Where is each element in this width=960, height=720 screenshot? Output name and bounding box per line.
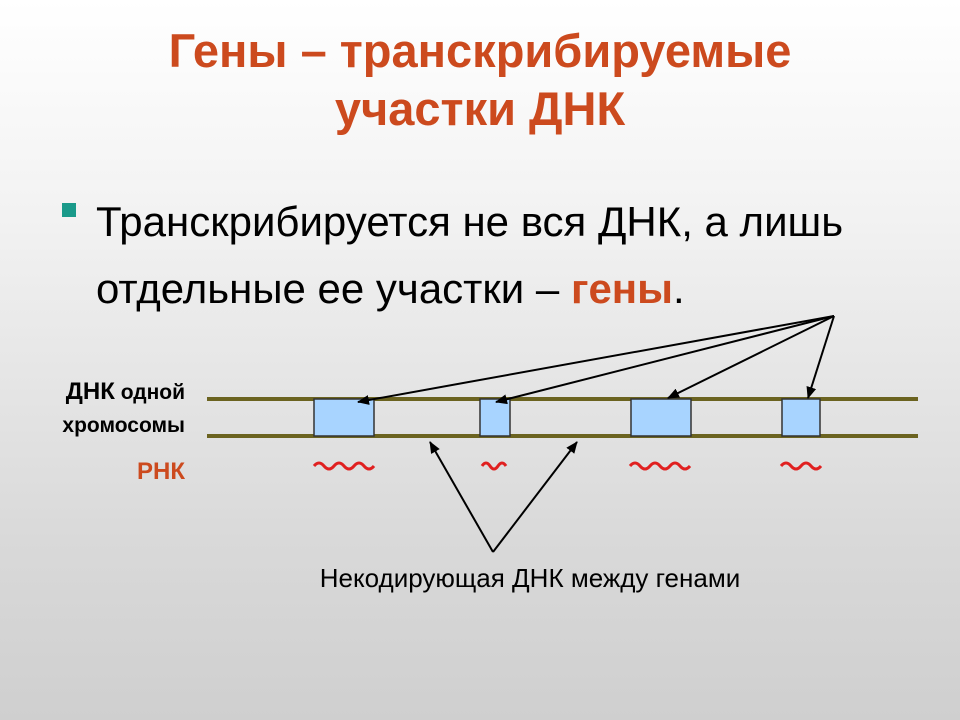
rna-wave (480, 461, 508, 471)
gene-arrow (806, 315, 835, 399)
bullet-text-main: Транскрибируется не вся ДНК, а лишь отде… (96, 198, 844, 312)
dna-label-abbr: ДНК (65, 378, 115, 405)
rna-wave (312, 461, 376, 471)
bullet-square-icon (62, 203, 76, 217)
bullet-text-end: . (673, 265, 685, 312)
genes-highlight: гены (570, 265, 674, 312)
rna-wave (628, 461, 692, 471)
slide-title: Гены – транскрибируемые участки ДНК (0, 22, 960, 138)
gene-box (479, 398, 511, 437)
gene-arrow (357, 315, 835, 405)
bullet-point: Транскрибируется не вся ДНК, а лишь отде… (62, 188, 952, 322)
title-line-1: Гены – транскрибируемые (168, 24, 792, 77)
gene-box (313, 398, 375, 437)
gene-arrow (495, 315, 835, 405)
dna-label: ДНК одной хромосомы (10, 376, 185, 443)
gene-box (630, 398, 692, 437)
noncoding-dna-caption: Некодирующая ДНК между генами (319, 563, 741, 593)
rna-label: РНК (137, 458, 185, 485)
noncoding-arrow (429, 441, 494, 553)
gene-box (781, 398, 821, 437)
title-line-2: участки ДНК (334, 82, 626, 135)
bullet-text: Транскрибируется не вся ДНК, а лишь отде… (96, 188, 952, 322)
noncoding-arrow (492, 441, 578, 553)
gene-arrow (667, 315, 835, 399)
dna-label-rest-1: одной (114, 381, 185, 404)
rna-wave (779, 461, 823, 471)
dna-label-rest-2: хромосомы (62, 414, 185, 437)
